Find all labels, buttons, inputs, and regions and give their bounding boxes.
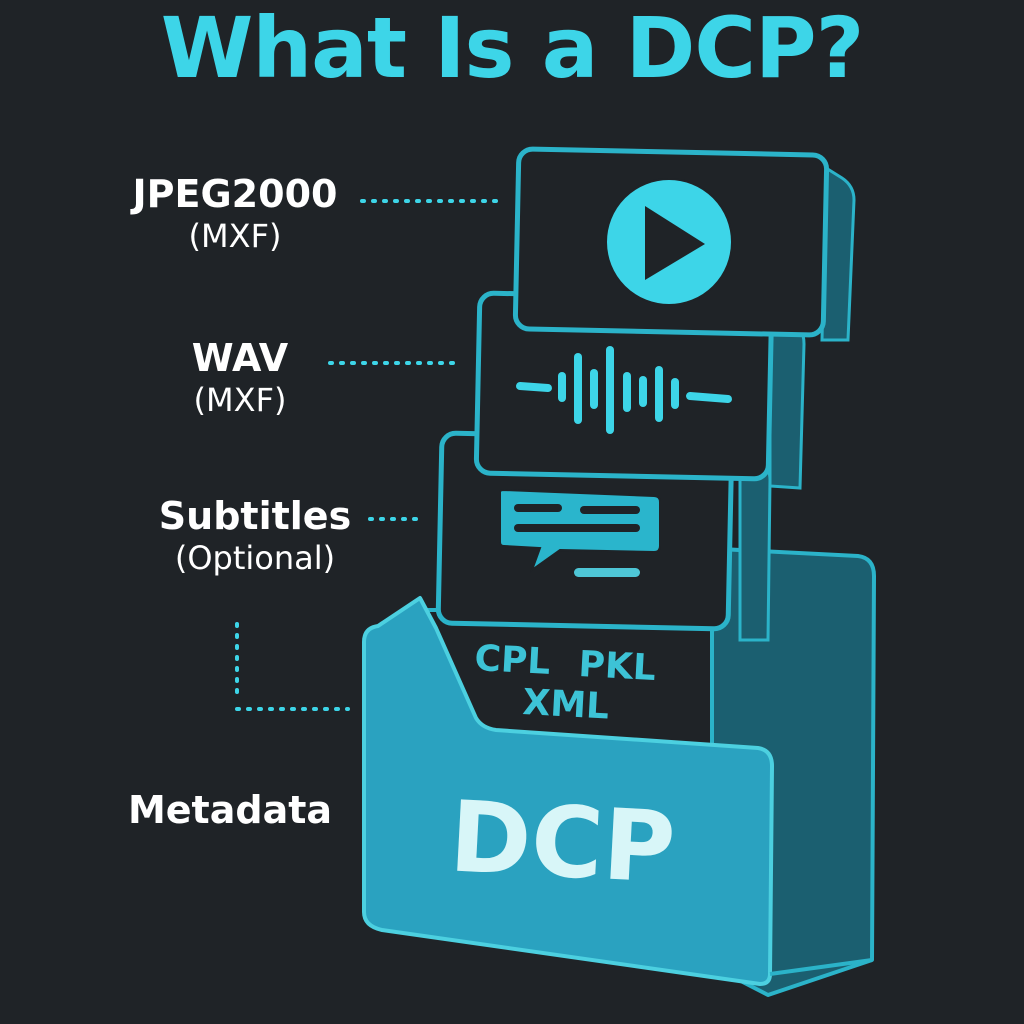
card-subtitles (435, 430, 772, 642)
waveform-icon (516, 346, 732, 434)
file-xml: XML (522, 682, 611, 727)
connector-metadata (235, 622, 350, 711)
label-subtitles-sub: (Optional) (174, 539, 336, 577)
label-metadata: Metadata (110, 788, 350, 832)
card-audio (473, 290, 806, 490)
label-audio: WAV (MXF) (130, 336, 350, 420)
label-video: JPEG2000 (MXF) (110, 172, 360, 256)
label-subtitles-main: Subtitles (158, 494, 352, 538)
label-audio-sub: (MXF) (193, 381, 287, 419)
card-video (512, 146, 856, 342)
speech-bubble-icon (499, 488, 661, 577)
folder-label: DCP (447, 780, 678, 906)
play-icon (605, 178, 733, 306)
file-pkl: PKL (578, 644, 657, 689)
metadata-files: CPL PKL XML (474, 638, 657, 727)
label-metadata-main: Metadata (127, 788, 333, 832)
label-subtitles: Subtitles (Optional) (130, 494, 380, 578)
label-video-sub: (MXF) (188, 217, 282, 255)
file-cpl: CPL (474, 638, 552, 683)
page-title: What Is a DCP? (160, 0, 865, 97)
label-video-main: JPEG2000 (132, 172, 338, 216)
folder-icon: DCP (362, 596, 873, 986)
label-audio-main: WAV (191, 336, 289, 380)
